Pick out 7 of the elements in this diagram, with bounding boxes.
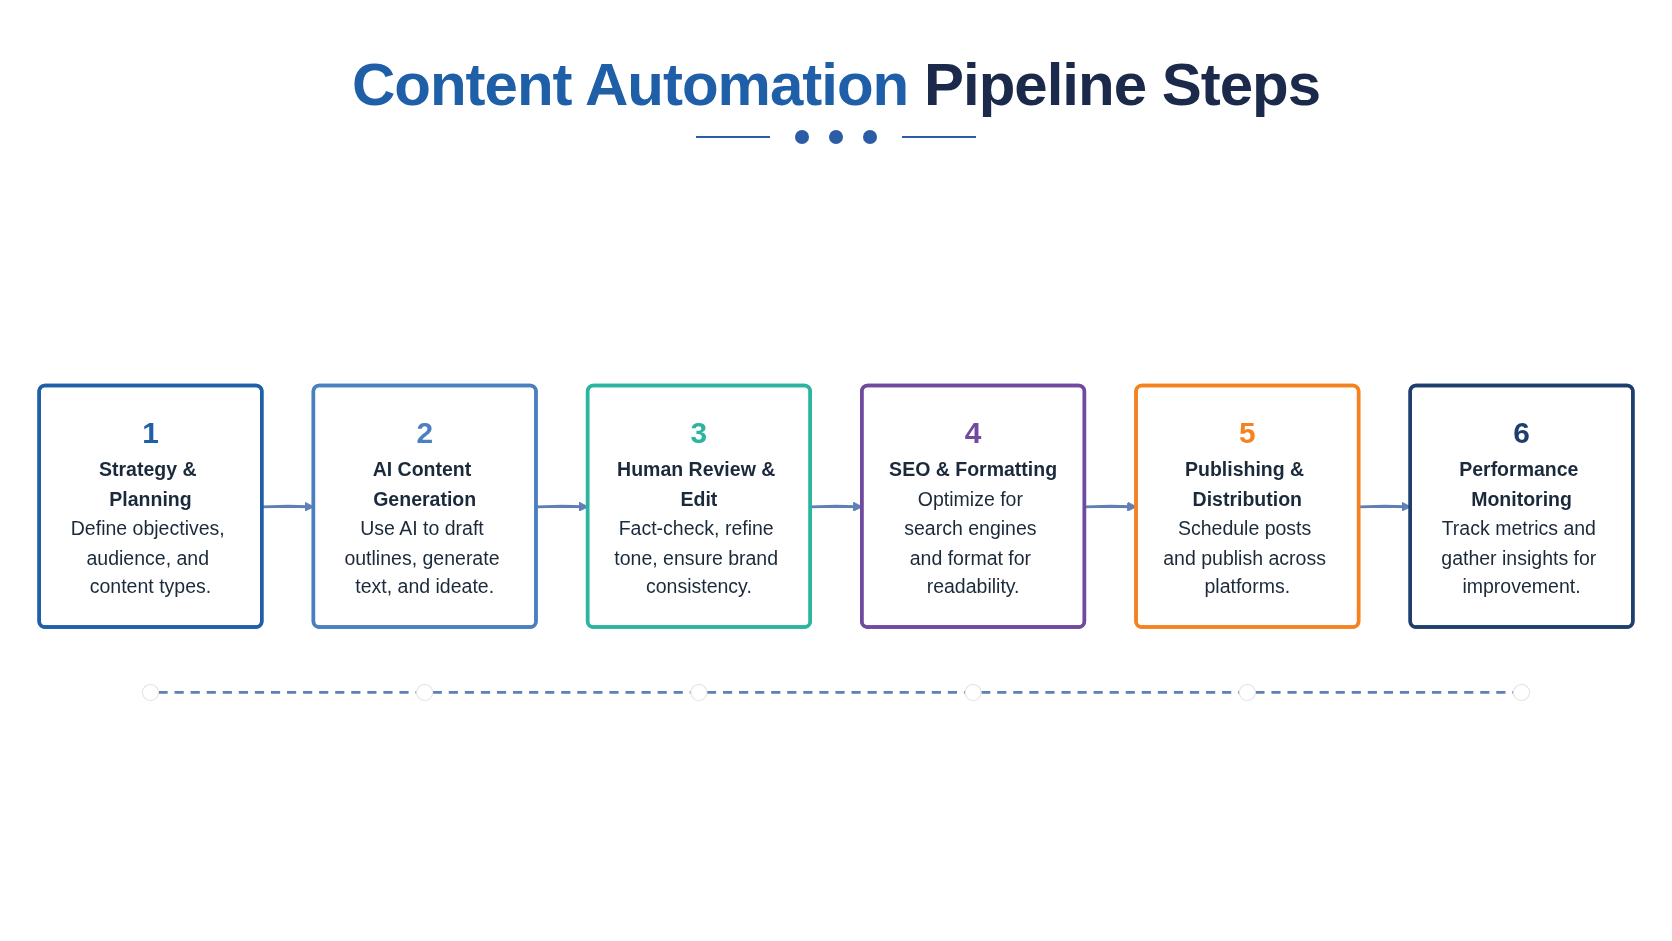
node-circle — [416, 683, 434, 702]
title: Content Automation Pipeline Steps — [351, 50, 1321, 119]
node-circle — [964, 683, 982, 702]
node-circle — [141, 683, 160, 702]
node-circle — [690, 683, 708, 702]
node-circle — [1512, 683, 1531, 702]
node-circle — [1238, 683, 1256, 702]
